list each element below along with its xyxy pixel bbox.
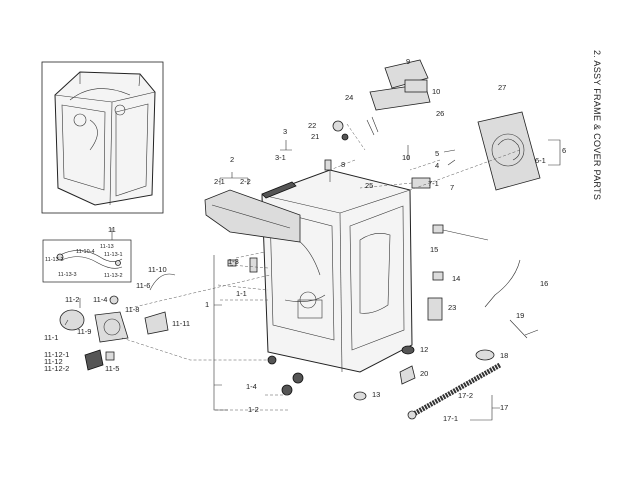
pump-detail-box (42, 239, 132, 283)
label-8: 8 (341, 160, 345, 169)
cabinet-frame (261, 169, 413, 373)
label-11-6: 11-6 (136, 281, 150, 290)
label-15: 15 (430, 245, 438, 254)
label-19: 19 (516, 311, 524, 320)
label-17-2: 17-2 (458, 391, 473, 400)
label-24: 24 (345, 93, 353, 102)
label-11-10: 11-10 (148, 265, 167, 274)
small-parts (227, 116, 539, 401)
label-12: 12 (420, 345, 428, 354)
label-23: 23 (448, 303, 456, 312)
label-11: 11 (108, 225, 116, 234)
label-9: 9 (406, 57, 410, 66)
label-2: 2 (230, 155, 234, 164)
label-11-13-2: 11-13-2 (45, 257, 64, 263)
label-3: 3 (283, 127, 287, 136)
label-6-1: 6-1 (535, 156, 546, 165)
label-10b: 10 (402, 153, 410, 162)
label-2-2: 2-2 (240, 177, 251, 186)
drain-hose (410, 362, 502, 418)
label-18: 18 (500, 351, 508, 360)
label-2-1: 2-1 (214, 177, 225, 186)
label-10a: 10 (432, 87, 440, 96)
label-11-4: 11-4 (93, 295, 107, 304)
label-22: 22 (308, 121, 316, 130)
label-7: 7 (450, 183, 454, 192)
label-11-8: 11-8 (125, 305, 139, 314)
label-17: 17 (500, 403, 508, 412)
label-11-13-2b: 11-13-2 (104, 273, 123, 279)
assembled-frame-inset (41, 61, 164, 214)
label-21: 21 (311, 132, 319, 141)
label-5: 5 (435, 149, 439, 158)
callout-lines (64, 139, 561, 421)
control-box-parts (369, 59, 431, 111)
label-11-12: 11-12 (44, 357, 63, 366)
label-27: 27 (498, 83, 506, 92)
label-25: 25 (365, 181, 373, 190)
label-11-2: 11-2 (65, 295, 79, 304)
label-11-13: 11-13 (100, 244, 114, 250)
label-26: 26 (436, 109, 444, 118)
label-6: 6 (562, 146, 566, 155)
label-1-2: 1-2 (248, 405, 259, 414)
rear-cover (477, 111, 541, 191)
label-13: 13 (372, 390, 380, 399)
label-20: 20 (420, 369, 428, 378)
part-labels: 9 10 27 24 26 22 21 3 3-1 8 10 5 4 6 6-1… (44, 57, 566, 423)
label-4: 4 (435, 161, 439, 170)
label-11-11: 11-11 (172, 319, 190, 328)
label-11-13-3: 11-13-3 (58, 272, 77, 278)
label-1: 1 (205, 300, 209, 309)
bracket-part (261, 181, 297, 199)
label-16: 16 (540, 279, 548, 288)
hose-clamp (407, 410, 417, 420)
diagram-title: 2. ASSY FRAME & COVER PARTS (592, 50, 602, 200)
top-frame (204, 189, 301, 243)
label-1-4: 1-4 (246, 382, 257, 391)
label-14: 14 (452, 274, 460, 283)
pump-assembly (59, 273, 176, 371)
label-11-13-1: 11-13-1 (104, 252, 123, 258)
label-11-12-1: 11-12-1 (44, 350, 69, 359)
label-17-1: 17-1 (443, 414, 458, 423)
label-3-1: 3-1 (275, 153, 286, 162)
label-11-1: 11-1 (44, 333, 58, 342)
label-11-9: 11-9 (77, 327, 91, 336)
label-11-5: 11-5 (105, 364, 119, 373)
label-11-10-4: 11-10-4 (76, 249, 95, 255)
label-7-1: 7-1 (428, 179, 439, 188)
label-1-1: 1-1 (236, 289, 247, 298)
label-11-12-2: 11-12-2 (44, 364, 69, 373)
label-1-3: 1-3 (228, 257, 239, 266)
